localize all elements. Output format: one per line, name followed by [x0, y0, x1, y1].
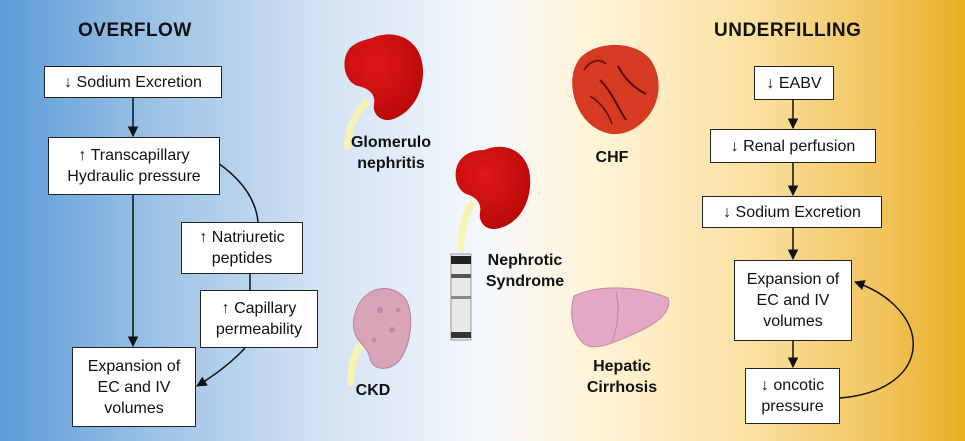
heading-underfilling: UNDERFILLING — [714, 20, 862, 41]
box-natriuretic-peptides: ↑ Natriuretic peptides — [181, 222, 303, 274]
box-eabv: ↓ EABV — [754, 66, 834, 100]
liver-icon — [571, 287, 670, 348]
label-ckd: CKD — [355, 382, 391, 399]
label-nephrotic-syndrome: Nephrotic Syndrome — [485, 252, 565, 290]
box-expansion-overflow: Expansion of EC and IV volumes — [72, 347, 196, 427]
arrow-oncotic-loop — [839, 280, 914, 399]
kidney-icon — [344, 34, 423, 150]
box-sodium-excretion-overflow: ↓ Sodium Excretion — [44, 66, 222, 98]
label-chf: CHF — [595, 149, 629, 166]
box-capillary-permeability: ↑ Capillary permeability — [200, 290, 318, 348]
gel-strip-icon — [450, 253, 472, 341]
ckd-kidney-icon — [347, 288, 412, 386]
curve-transcap-to-natriuretic — [217, 162, 259, 223]
box-sodium-excretion-underfilling: ↓ Sodium Excretion — [702, 196, 882, 228]
heading-overflow: OVERFLOW — [78, 20, 192, 41]
box-oncotic-pressure: ↓ oncotic pressure — [745, 368, 840, 424]
box-transcapillary-pressure: ↑ Transcapillary Hydraulic pressure — [48, 137, 220, 195]
kidney-icon — [455, 146, 531, 252]
arrow-capillary-to-expansion — [196, 347, 246, 387]
box-expansion-underfilling: Expansion of EC and IV volumes — [734, 260, 852, 341]
box-renal-perfusion: ↓ Renal perfusion — [710, 129, 876, 163]
label-glomerulonephritis: Glomerulo nephritis — [350, 134, 431, 172]
label-hepatic-cirrhosis: Hepatic Cirrhosis — [586, 358, 658, 396]
heart-icon — [572, 44, 659, 135]
